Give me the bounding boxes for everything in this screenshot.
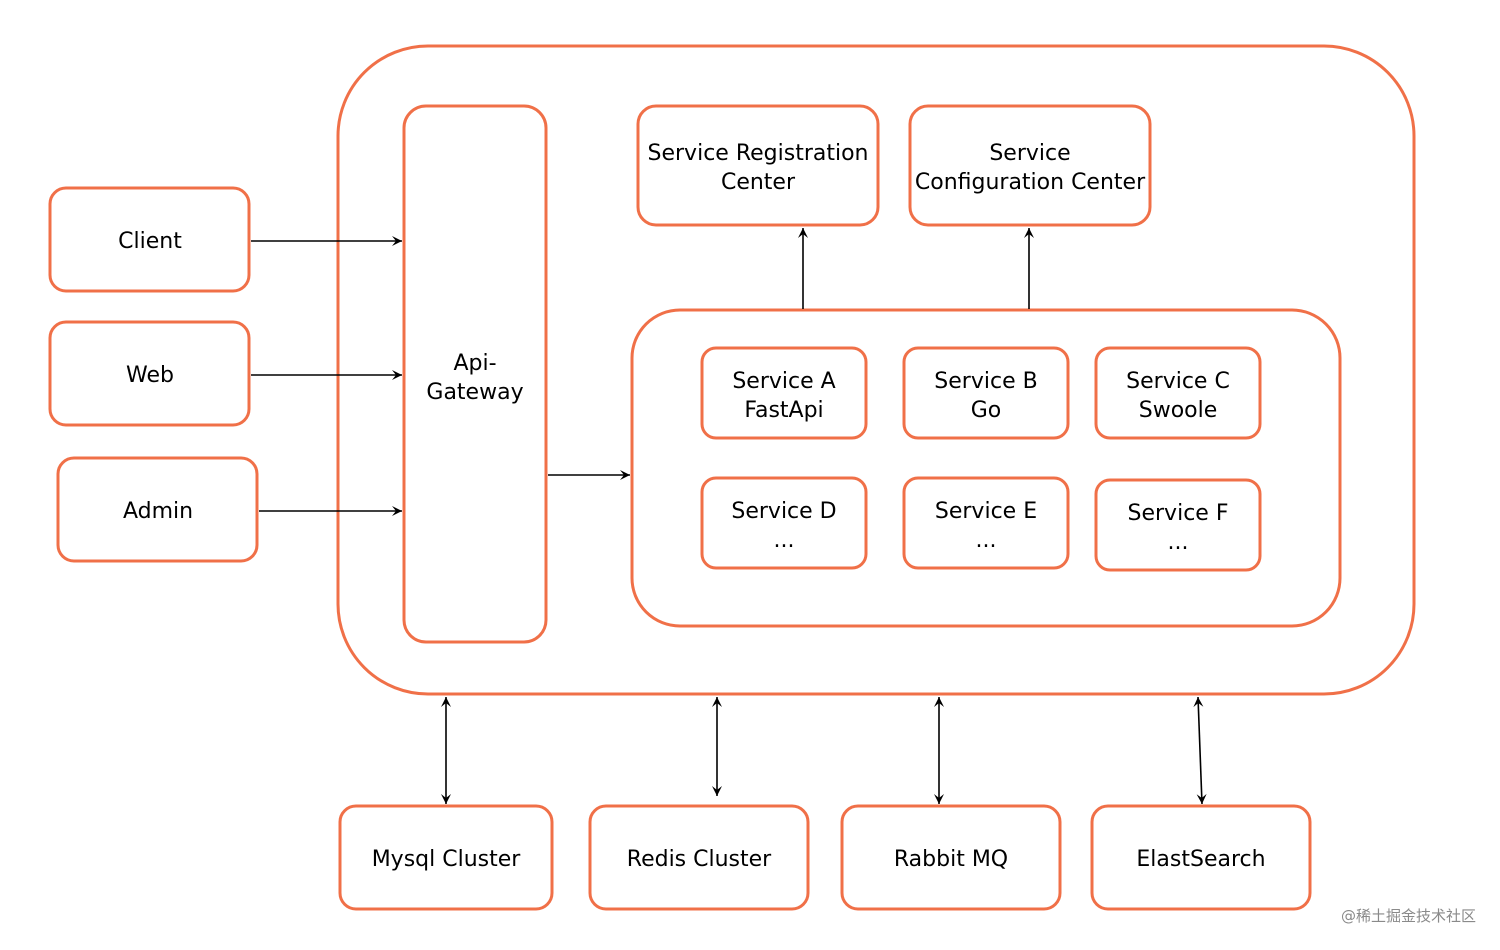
registration-label-line1: Service Registration <box>648 141 869 166</box>
elastic-label: ElastSearch <box>1136 847 1265 872</box>
client-label: Client <box>118 229 182 254</box>
service-a-tech: FastApi <box>744 398 823 423</box>
gateway-label-line1: Api- <box>453 351 496 376</box>
service-a-node: Service A FastApi <box>700 346 868 440</box>
service-c-name: Service C <box>1126 369 1230 394</box>
gateway-label-line2: Gateway <box>426 380 523 405</box>
service-configuration-center-node: Service Configuration Center <box>908 104 1152 227</box>
mysql-cluster-node: Mysql Cluster <box>338 804 554 911</box>
mysql-label: Mysql Cluster <box>372 847 522 872</box>
configuration-label-line1: Service <box>989 141 1070 166</box>
watermark-text: @稀土掘金技术社区 <box>1341 907 1476 925</box>
service-d-tech: ... <box>774 528 795 553</box>
service-f-node: Service F ... <box>1094 478 1262 572</box>
service-e-tech: ... <box>976 528 997 553</box>
service-b-name: Service B <box>934 369 1037 394</box>
service-c-tech: Swoole <box>1139 398 1218 423</box>
rabbit-label: Rabbit MQ <box>894 847 1008 872</box>
configuration-label-line2: Configuration Center <box>915 170 1146 195</box>
api-gateway-node: Api- Gateway <box>402 104 548 644</box>
client-node: Client <box>48 186 251 293</box>
services-group <box>630 308 1342 628</box>
elastsearch-node: ElastSearch <box>1090 804 1312 911</box>
service-f-tech: ... <box>1168 530 1189 555</box>
web-node: Web <box>48 320 251 427</box>
service-f-name: Service F <box>1128 501 1229 526</box>
service-e-name: Service E <box>935 499 1037 524</box>
rabbit-mq-node: Rabbit MQ <box>840 804 1062 911</box>
admin-node: Admin <box>56 456 259 563</box>
service-registration-center-node: Service Registration Center <box>636 104 880 227</box>
admin-label: Admin <box>123 499 193 524</box>
web-label: Web <box>126 363 174 388</box>
registration-label-line2: Center <box>721 170 796 195</box>
service-d-node: Service D ... <box>700 476 868 570</box>
service-c-node: Service C Swoole <box>1094 346 1262 440</box>
redis-cluster-node: Redis Cluster <box>588 804 810 911</box>
service-a-name: Service A <box>732 369 835 394</box>
arrow-system-elastic <box>1193 696 1207 805</box>
redis-label: Redis Cluster <box>627 847 772 872</box>
service-e-node: Service E ... <box>902 476 1070 570</box>
service-b-node: Service B Go <box>902 346 1070 440</box>
system-boundary <box>336 44 1416 696</box>
service-b-tech: Go <box>971 398 1002 423</box>
service-d-name: Service D <box>731 499 836 524</box>
